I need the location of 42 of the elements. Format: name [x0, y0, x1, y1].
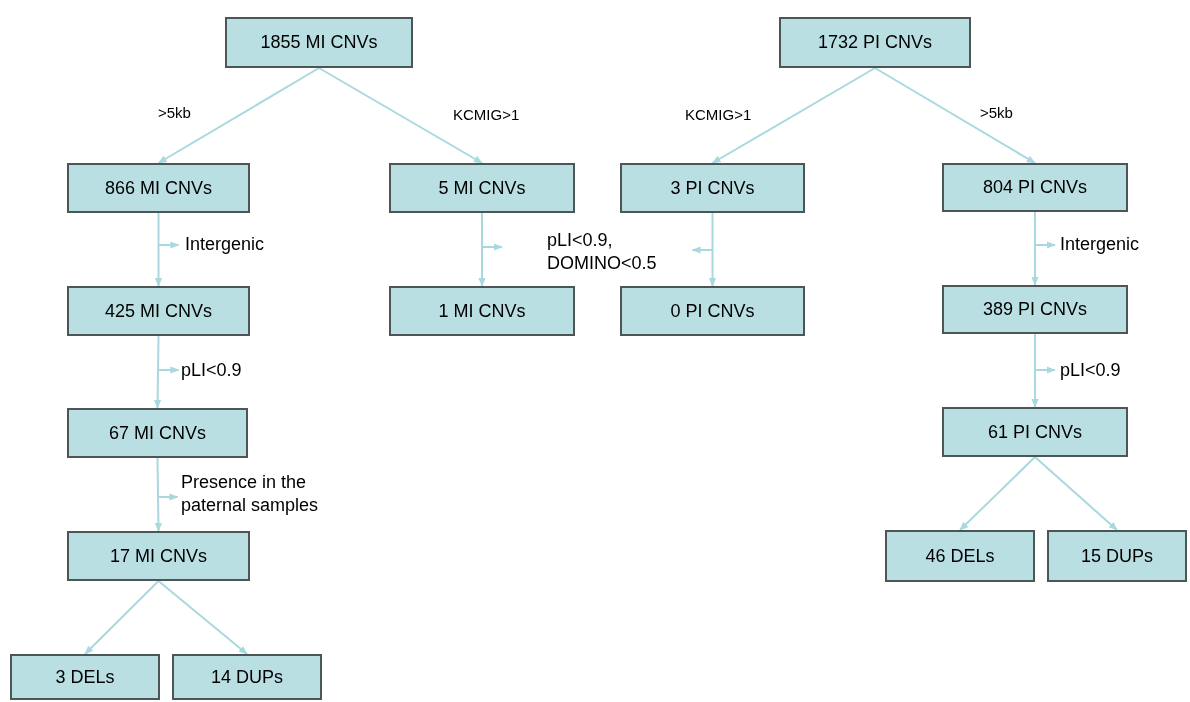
process-box: 0 PI CNVs — [620, 286, 805, 336]
arrow — [711, 67, 876, 164]
arrow — [874, 67, 1036, 164]
arrow — [154, 335, 162, 409]
arrow — [318, 67, 483, 164]
edge-label: Intergenic — [185, 233, 266, 256]
arrow — [154, 457, 162, 532]
arrow — [157, 67, 320, 164]
arrow — [1034, 456, 1118, 531]
process-box: 15 DUPs — [1047, 530, 1187, 582]
edge-label: Intergenic — [1060, 233, 1141, 256]
arrow — [708, 212, 717, 287]
process-box: 804 PI CNVs — [942, 163, 1128, 212]
edge-label: pLI<0.9 — [1060, 359, 1122, 382]
process-box: 3 DELs — [10, 654, 160, 700]
process-box: 1 MI CNVs — [389, 286, 575, 336]
edge-label: pLI<0.9 — [181, 359, 243, 382]
edge-label: >5kb — [980, 104, 1014, 123]
filter-label: pLI<0.9, DOMINO<0.5 — [547, 229, 658, 274]
arrow — [478, 212, 486, 287]
process-box: 3 PI CNVs — [620, 163, 805, 213]
process-box: 14 DUPs — [172, 654, 322, 700]
process-box: 5 MI CNVs — [389, 163, 575, 213]
process-box: 46 DELs — [885, 530, 1035, 582]
process-box: 866 MI CNVs — [67, 163, 250, 213]
edge-label: >5kb — [158, 104, 192, 123]
process-box: 389 PI CNVs — [942, 285, 1128, 334]
arrow — [1031, 211, 1039, 286]
arrow — [959, 456, 1036, 531]
process-box: 1732 PI CNVs — [779, 17, 971, 68]
arrow — [157, 580, 248, 655]
edge-label: KCMIG>1 — [453, 106, 521, 125]
process-box: 61 PI CNVs — [942, 407, 1128, 457]
arrow — [1031, 333, 1039, 408]
process-box: 67 MI CNVs — [67, 408, 248, 458]
process-box: 17 MI CNVs — [67, 531, 250, 581]
process-box: 1855 MI CNVs — [225, 17, 413, 68]
edge-label: Presence in the paternal samples — [181, 471, 320, 516]
process-box: 425 MI CNVs — [67, 286, 250, 336]
arrow — [84, 580, 160, 655]
edge-label: KCMIG>1 — [685, 106, 753, 125]
arrow — [154, 212, 163, 287]
